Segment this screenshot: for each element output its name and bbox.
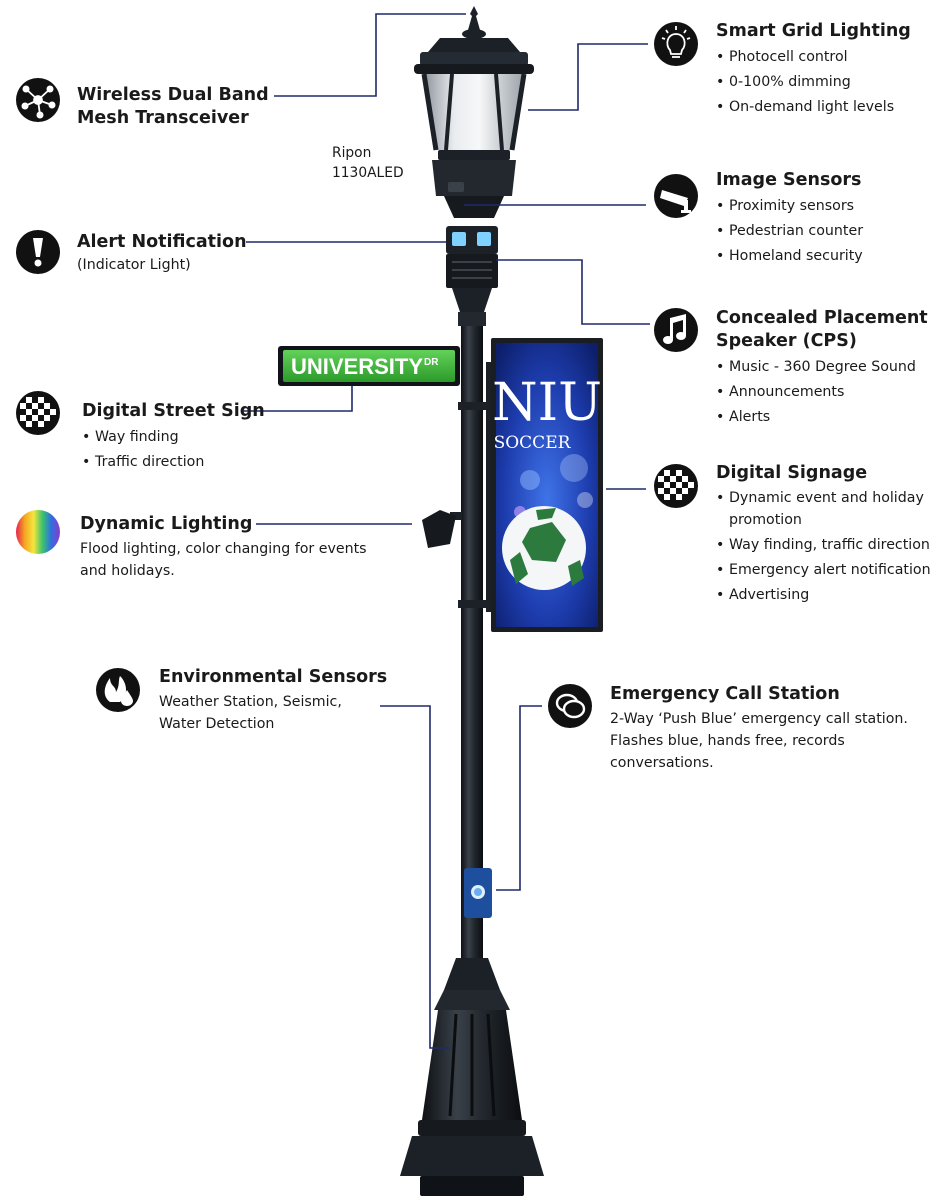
connector-street-sign xyxy=(242,386,353,412)
feature-list-item: Photocell control xyxy=(716,45,911,70)
checkerboard-icon xyxy=(654,464,698,508)
feature-dynamic-lighting: Dynamic Lighting Flood lighting, color c… xyxy=(80,513,367,582)
pole-shaft xyxy=(461,326,483,958)
feature-list: Dynamic event and holiday promotion Way … xyxy=(716,487,944,608)
feature-title: Digital Street Sign xyxy=(82,401,265,421)
feature-list-item: Alerts xyxy=(716,405,928,430)
description-line: Water Detection xyxy=(159,716,275,732)
flood-light xyxy=(422,510,456,548)
feature-title: Dynamic Lighting xyxy=(80,514,253,534)
feature-alert-notification: Alert Notification (Indicator Light) xyxy=(77,231,247,276)
feature-title: Alert Notification xyxy=(77,232,247,252)
feature-environmental-sensors: Environmental Sensors Weather Station, S… xyxy=(159,666,387,735)
feature-list-item: On-demand light levels xyxy=(716,95,911,120)
feature-image-sensors: Image Sensors Proximity sensors Pedestri… xyxy=(716,169,863,269)
feature-list-item: 0-100% dimming xyxy=(716,70,911,95)
feature-subtitle: (Indicator Light) xyxy=(77,257,191,273)
feature-list-item: Emergency alert notification xyxy=(716,558,944,583)
feature-list-item: Proximity sensors xyxy=(716,194,863,219)
feature-title: Wireless Dual Band xyxy=(77,85,269,105)
description-line: and holidays. xyxy=(80,563,175,579)
connector-mesh xyxy=(274,13,466,97)
digital-street-sign-panel: UNIVERSITY DR xyxy=(278,346,460,386)
feature-smart-grid-lighting: Smart Grid Lighting Photocell control 0-… xyxy=(716,20,911,120)
feature-list: Proximity sensors Pedestrian counter Hom… xyxy=(716,194,863,269)
feature-digital-signage: Digital Signage Dynamic event and holida… xyxy=(716,462,944,608)
connector-smart-grid xyxy=(528,43,648,111)
lamp-model-label: Ripon 1130ALED xyxy=(332,143,404,183)
feature-list-item: Music - 360 Degree Sound xyxy=(716,355,928,380)
music-note-icon xyxy=(654,308,698,352)
feature-list-item: Dynamic event and holiday promotion xyxy=(716,487,944,531)
feature-title: Mesh Transceiver xyxy=(77,108,249,128)
feature-title: Environmental Sensors xyxy=(159,667,388,687)
feature-title: Digital Signage xyxy=(716,463,868,483)
security-camera-icon xyxy=(654,174,698,218)
street-sign-suffix: DR xyxy=(424,357,439,368)
description-line: Flood lighting, color changing for event… xyxy=(80,541,367,557)
feature-list-item: Advertising xyxy=(716,583,944,608)
connector-emergency xyxy=(496,705,542,891)
feature-list: Music - 360 Degree Sound Announcements A… xyxy=(716,355,928,430)
feature-title: Speaker (CPS) xyxy=(716,331,857,351)
connector-speaker xyxy=(496,259,650,325)
rainbow-icon xyxy=(16,510,60,554)
feature-list: Photocell control 0-100% dimming On-dema… xyxy=(716,45,911,120)
feature-list-item: Way finding, traffic direction xyxy=(716,533,944,558)
feature-list-item: Announcements xyxy=(716,380,928,405)
light-bulb-icon xyxy=(654,22,698,66)
model-name: Ripon xyxy=(332,145,372,161)
feature-mesh-transceiver: Wireless Dual Band Mesh Transceiver xyxy=(77,84,269,130)
feature-emergency-call-station: Emergency Call Station 2-Way ‘Push Blue’… xyxy=(610,683,908,774)
model-number: 1130ALED xyxy=(332,165,404,181)
speech-bubble-icon xyxy=(548,684,592,728)
street-sign-text: UNIVERSITY xyxy=(291,354,423,379)
feature-description: Flood lighting, color changing for event… xyxy=(80,538,367,582)
description-line: 2-Way ‘Push Blue’ emergency call station… xyxy=(610,711,908,727)
feature-concealed-speaker: Concealed Placement Speaker (CPS) Music … xyxy=(716,307,928,430)
feature-list-item: Way finding xyxy=(82,425,265,450)
feature-title: Emergency Call Station xyxy=(610,684,840,704)
alert-indicator-light xyxy=(452,232,466,246)
feature-list-item: Homeland security xyxy=(716,244,863,269)
description-line: conversations. xyxy=(610,755,714,771)
feature-title: Image Sensors xyxy=(716,170,862,190)
digital-signage-banner: NIU SOCCER xyxy=(486,338,603,632)
network-hub-icon xyxy=(16,78,60,122)
flame-drop-icon xyxy=(96,668,140,712)
banner-subtitle: SOCCER xyxy=(494,433,572,453)
feature-title: Smart Grid Lighting xyxy=(716,21,911,41)
feature-description: 2-Way ‘Push Blue’ emergency call station… xyxy=(610,708,908,774)
feature-list: Way finding Traffic direction xyxy=(82,425,265,475)
lamp-globe xyxy=(424,74,524,150)
feature-description: Weather Station, Seismic, Water Detectio… xyxy=(159,691,387,735)
description-line: Weather Station, Seismic, xyxy=(159,694,342,710)
feature-list-item: Traffic direction xyxy=(82,450,265,475)
connector-environmental xyxy=(380,705,450,1049)
description-line: Flashes blue, hands free, records xyxy=(610,733,845,749)
connector-lines xyxy=(242,13,650,1049)
banner-title: NIU xyxy=(492,373,602,433)
feature-list-item: Pedestrian counter xyxy=(716,219,863,244)
feature-digital-street-sign: Digital Street Sign Way finding Traffic … xyxy=(82,400,265,475)
lamp-post xyxy=(400,6,544,1196)
checkerboard-icon xyxy=(16,391,60,435)
feature-title: Concealed Placement xyxy=(716,308,928,328)
exclamation-icon xyxy=(16,230,60,274)
